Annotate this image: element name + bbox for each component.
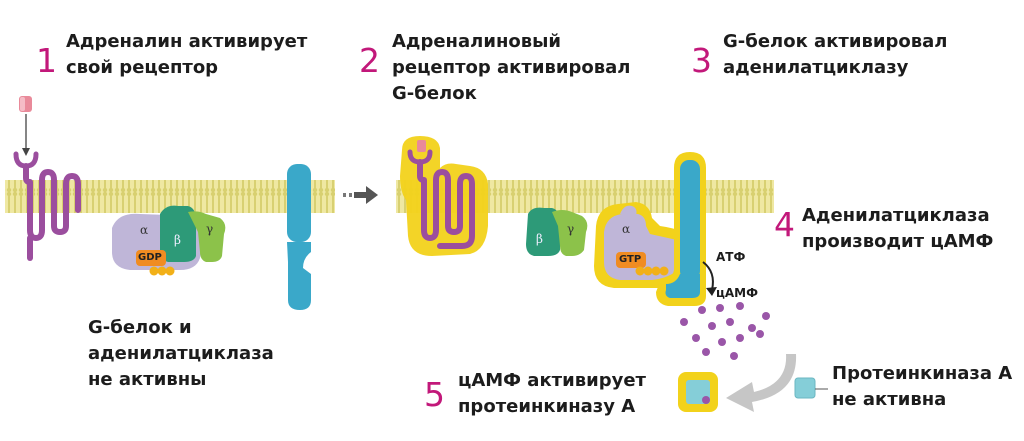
beta-label-left: β: [174, 233, 181, 247]
gtp-label: GTP: [619, 254, 642, 265]
atp-to-camp-arrow: [702, 261, 714, 291]
adrenaline-molecule: [19, 96, 32, 112]
gamma-label-left: γ: [206, 222, 214, 236]
g-beta-gamma-released: [526, 207, 588, 256]
transition-arrow: [343, 186, 378, 204]
pka-inactive: [794, 377, 828, 399]
step-3-number: 3: [691, 41, 712, 80]
activation-arrow: [726, 354, 797, 412]
gamma-label-right: γ: [567, 222, 575, 236]
gdp-label: GDP: [138, 252, 162, 263]
step-1-number: 1: [36, 41, 57, 80]
adenylate-cyclase-inactive: [287, 164, 311, 310]
alpha-label-right: α: [622, 222, 631, 236]
g-alpha-active: [594, 202, 696, 288]
beta-label-right: β: [536, 232, 543, 246]
step-2-number: 2: [359, 41, 380, 80]
camp-molecules: [680, 302, 770, 360]
adenylate-cyclase-active: [656, 152, 706, 306]
alpha-label-left: α: [140, 223, 149, 237]
camp-label: цАМФ: [716, 286, 759, 300]
adrenaline-receptor-active: [400, 136, 488, 256]
step-4-number: 4: [774, 205, 795, 244]
step-5-number: 5: [424, 375, 445, 414]
g-protein-inactive: [112, 205, 226, 276]
atp-label: АТФ: [716, 250, 746, 264]
pka-active: [678, 372, 718, 412]
adrenaline-receptor-left: [13, 151, 81, 261]
